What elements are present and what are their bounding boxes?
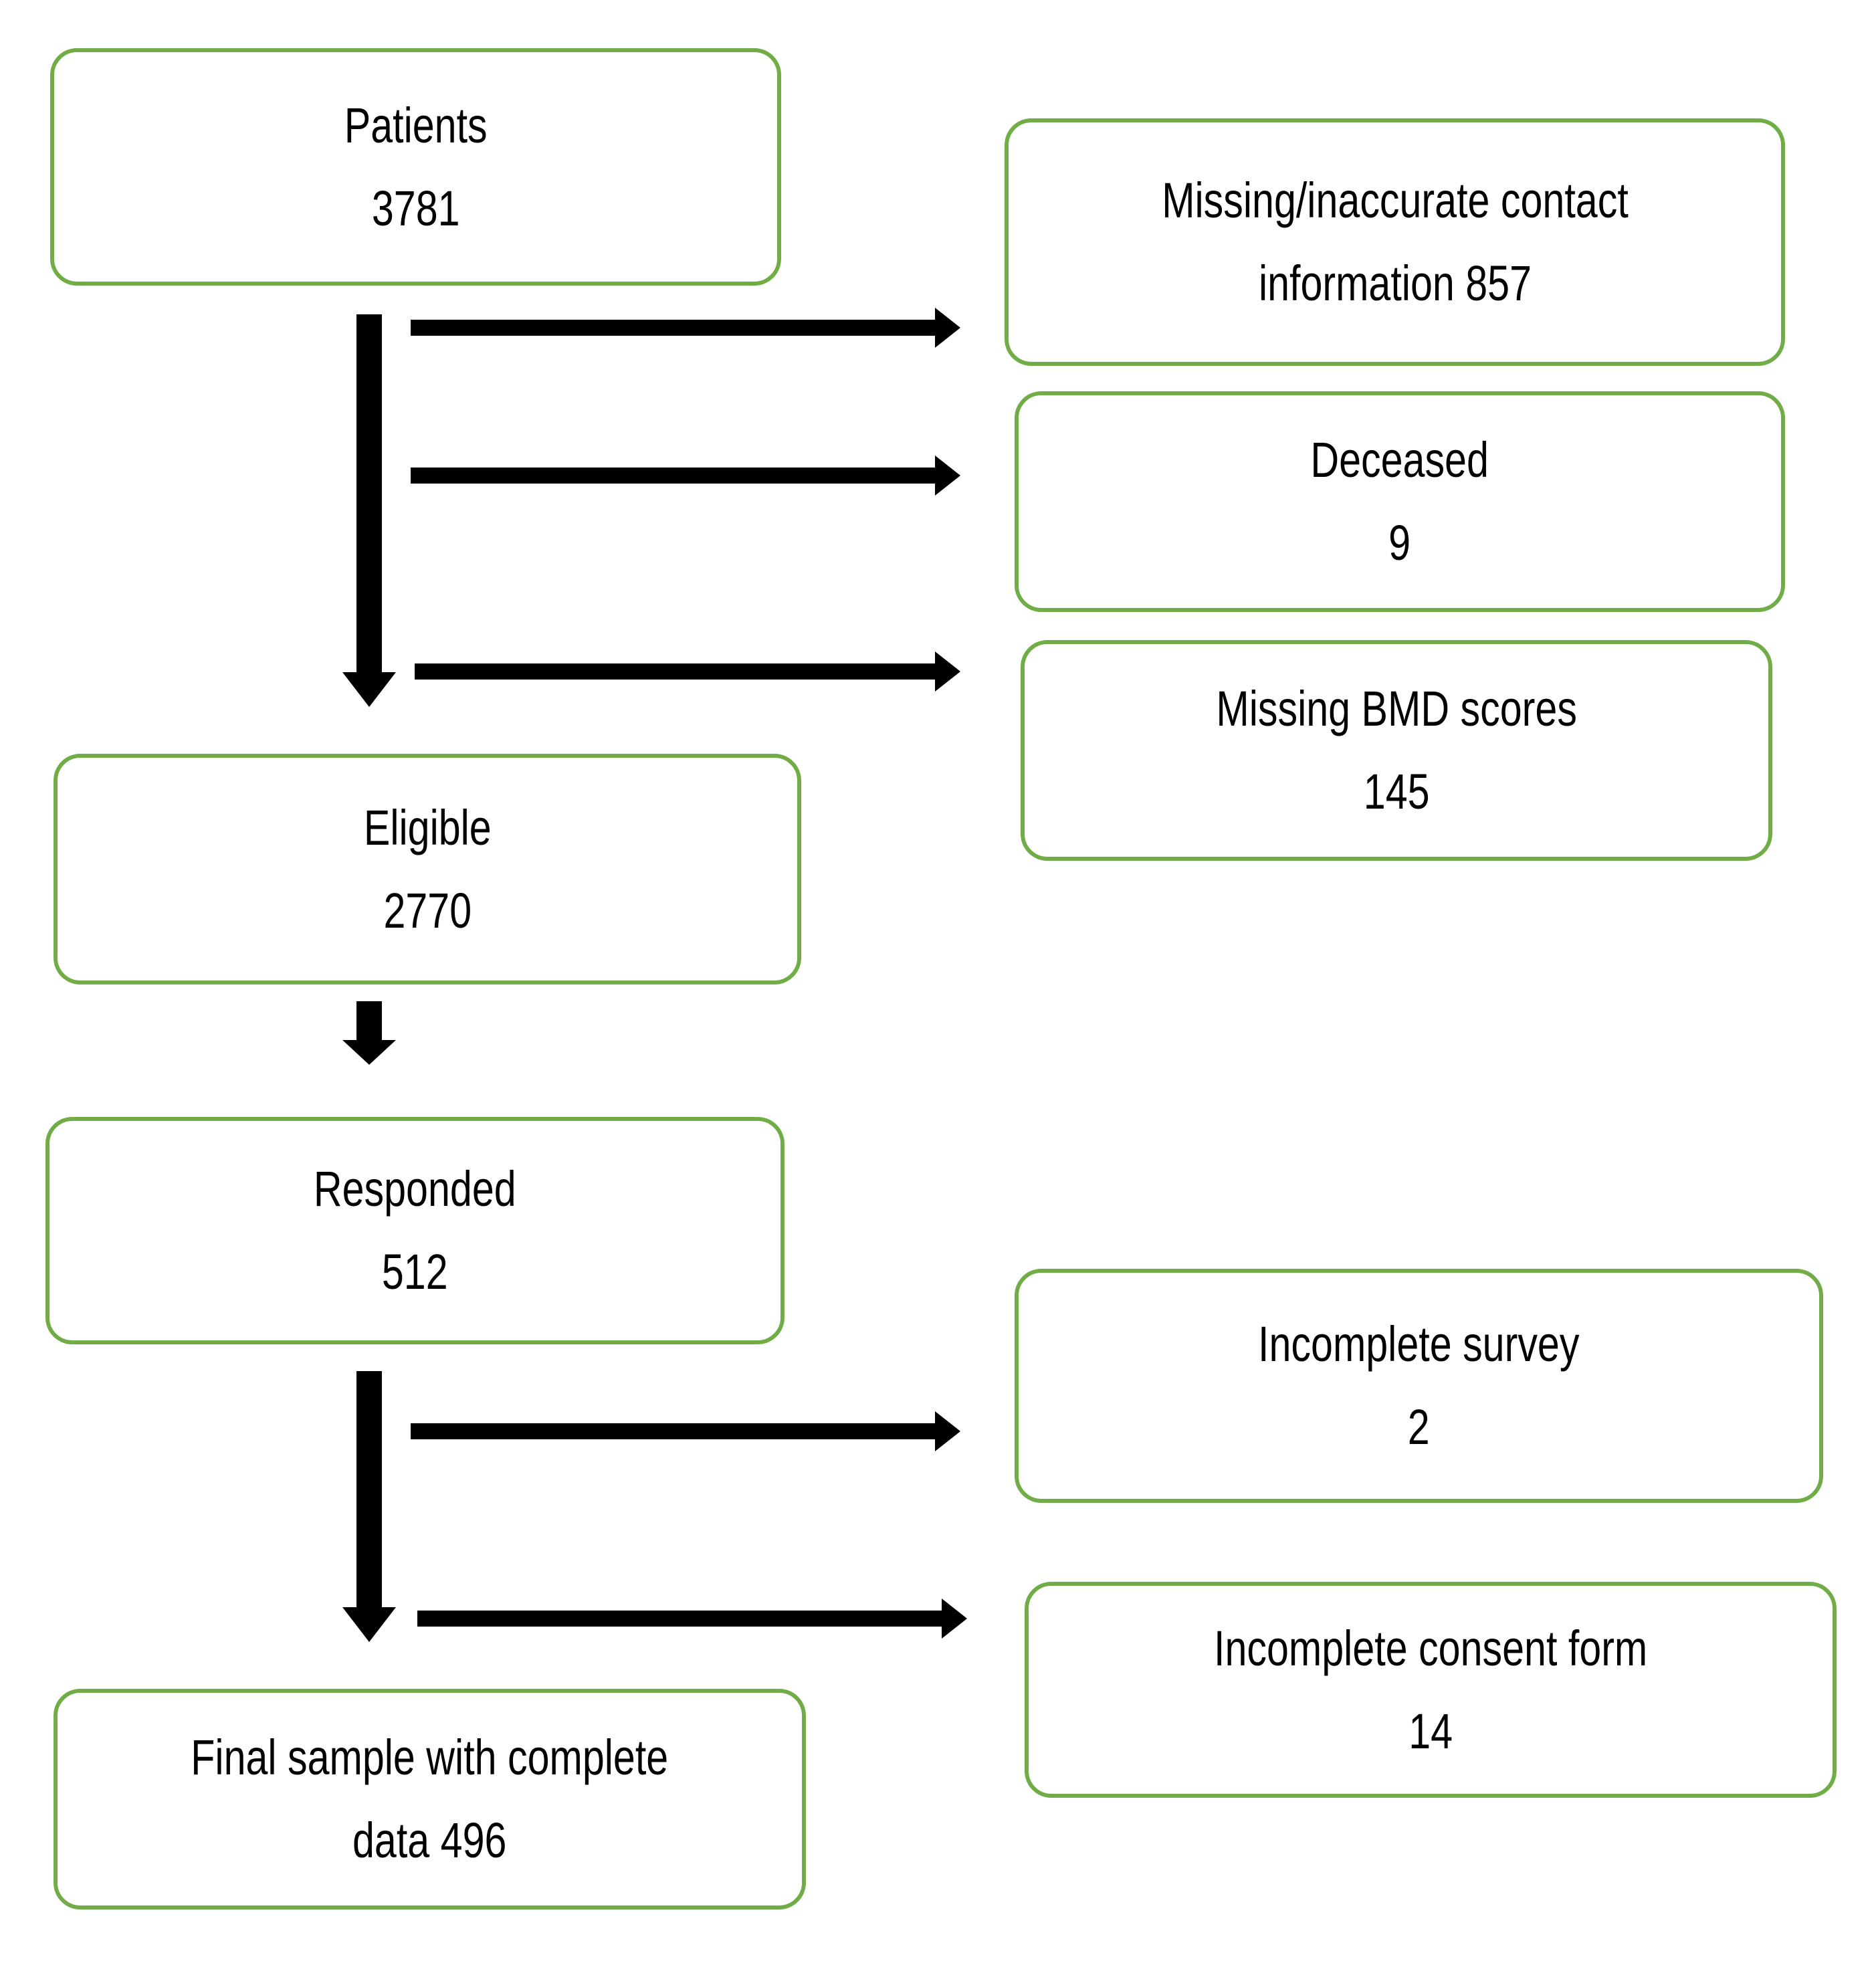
- responded-label: Responded: [314, 1161, 516, 1217]
- missing-bmd-box: Missing BMD scores 145: [1021, 640, 1772, 861]
- eligible-label: Eligible: [363, 799, 492, 855]
- arrow-to-missing-bmd: [415, 651, 960, 692]
- arrow-patients-to-eligible: [342, 314, 396, 707]
- incomplete-consent-count: 14: [1409, 1703, 1453, 1759]
- eligible-count: 2770: [383, 882, 472, 938]
- missing-contact-count: information 857: [1258, 255, 1532, 311]
- incomplete-consent-label: Incomplete consent form: [1213, 1620, 1648, 1676]
- patients-count: 3781: [371, 180, 460, 236]
- incomplete-survey-label: Incomplete survey: [1258, 1316, 1580, 1372]
- responded-box: Responded 512: [45, 1117, 785, 1344]
- deceased-count: 9: [1388, 515, 1411, 571]
- eligible-box: Eligible 2770: [54, 754, 801, 985]
- incomplete-survey-box: Incomplete survey 2: [1015, 1269, 1823, 1503]
- missing-contact-label: Missing/inaccurate contact: [1161, 173, 1629, 228]
- deceased-box: Deceased 9: [1015, 391, 1785, 612]
- incomplete-consent-box: Incomplete consent form 14: [1025, 1582, 1837, 1798]
- arrow-to-deceased: [411, 455, 960, 496]
- arrow-responded-to-final: [342, 1371, 396, 1642]
- final-sample-count: data 496: [352, 1813, 507, 1868]
- missing-bmd-label: Missing BMD scores: [1216, 681, 1577, 736]
- arrow-to-missing-contact: [411, 308, 960, 348]
- patients-label: Patients: [344, 97, 488, 153]
- final-sample-box: Final sample with complete data 496: [54, 1689, 806, 1910]
- arrow-to-incomplete-consent: [417, 1598, 967, 1639]
- responded-count: 512: [382, 1244, 448, 1300]
- missing-contact-box: Missing/inaccurate contact information 8…: [1005, 118, 1785, 366]
- arrow-eligible-to-responded: [342, 1001, 396, 1065]
- missing-bmd-count: 145: [1363, 764, 1430, 819]
- incomplete-survey-count: 2: [1408, 1399, 1430, 1455]
- deceased-label: Deceased: [1310, 432, 1489, 488]
- arrow-to-incomplete-survey: [411, 1411, 960, 1451]
- patients-box: Patients 3781: [50, 48, 781, 286]
- final-sample-label: Final sample with complete: [191, 1730, 669, 1785]
